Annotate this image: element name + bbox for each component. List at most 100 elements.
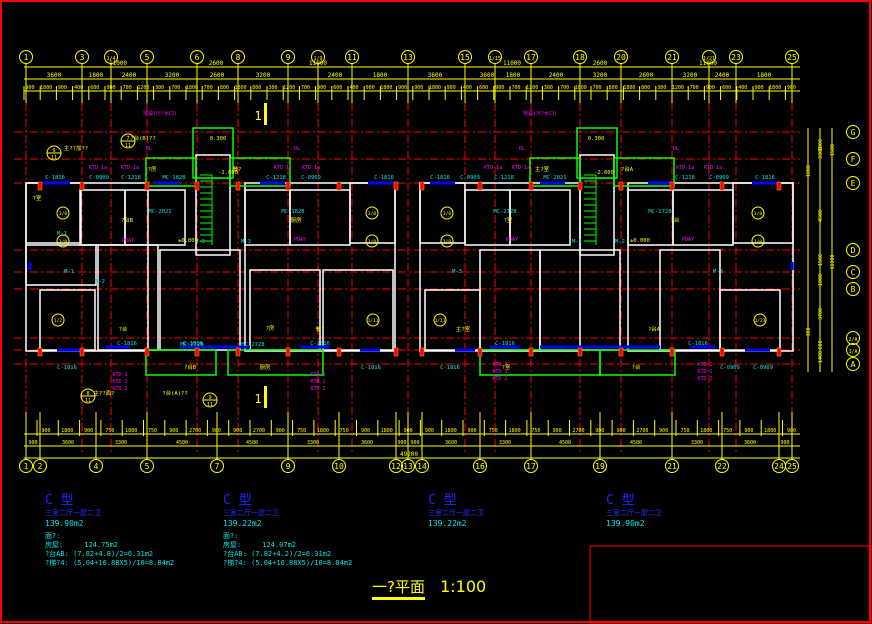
detail-ref-number: 9 [208, 395, 211, 401]
door-tag: MC-2728 [493, 209, 516, 215]
unit-info-2: C 型 三室二厅一厨二卫 139.22m2 面?: 房屋: 124.07m2 ?… [223, 494, 352, 568]
unit-detail: 房屋: 124.07m2 [223, 541, 297, 549]
dim-text: 800 [641, 85, 650, 91]
door-tag: M-2 [615, 239, 625, 245]
wall [244, 189, 291, 246]
dim-text: 4500 [176, 440, 188, 446]
axis-bubble [458, 50, 472, 64]
wall [25, 182, 149, 352]
dim-text: 750 [105, 428, 114, 434]
column [528, 181, 534, 191]
sub-axis-label: 3/0 [368, 211, 376, 217]
dim-text: 900 [659, 428, 668, 434]
dim-text: 900 [617, 428, 626, 434]
equipment-tag: KTD 2 [310, 386, 325, 392]
sub-axis-bubble [753, 313, 767, 327]
elevation: -2.600 [594, 170, 614, 176]
sub-axis-bubble [751, 234, 765, 248]
column [618, 347, 624, 357]
dim-text: 1800 [186, 85, 198, 91]
dim-text: 1800 [445, 428, 457, 434]
unit-detail: 房屋: 124.75m2 [45, 541, 119, 549]
axis-label: 7 [215, 462, 220, 471]
column [669, 347, 675, 357]
dim-text: 2600 [209, 60, 224, 67]
equipment-tag: DL [673, 146, 679, 152]
room-label: 餐? [233, 165, 242, 173]
dim-text: 3600 [62, 440, 74, 446]
elevation: ±0.000 [178, 238, 198, 244]
dim-text: 2600 [639, 72, 654, 79]
unit-area: 139.90m2 [606, 519, 645, 528]
sub-axis-bubble [440, 234, 454, 248]
axis-bubble [846, 176, 860, 190]
detail-ref-number: 7 [126, 136, 129, 142]
wall [39, 289, 96, 351]
dim-text: 900 [398, 85, 407, 91]
balcony [227, 349, 324, 376]
axis-label: 18 [575, 53, 585, 62]
dim-text: 1800 [700, 428, 712, 434]
column [477, 347, 483, 357]
dim-text: 900 [595, 428, 604, 434]
column [285, 347, 291, 357]
unit-type: C 型 [223, 493, 252, 508]
window-tag: C-0909 [301, 175, 321, 181]
equipment-tag: KTD 2 [492, 376, 507, 382]
room-label: ?台B [184, 363, 197, 371]
equipment-tag: KTD 1 [492, 369, 507, 375]
column [336, 181, 342, 191]
sub-axis-label: 3/0 [443, 211, 451, 217]
equipment-tag: PDAY [294, 237, 306, 243]
balcony [229, 157, 291, 187]
dim-text: 900 [366, 85, 375, 91]
total-length: 49200 [400, 451, 418, 458]
equipment-tag: KTD 1a [484, 165, 502, 171]
dim-text: 750 [723, 428, 732, 434]
axis-label: E [851, 179, 856, 188]
dim-text: 4500 [630, 440, 642, 446]
dim-text: 1000 [818, 274, 824, 286]
column [669, 181, 675, 191]
dim-text: 900 [397, 440, 406, 446]
unit-type: C 型 [606, 493, 635, 508]
axis-label: 9 [286, 462, 291, 471]
window-tag: C-0909 [709, 175, 729, 181]
wall [159, 249, 241, 351]
door-tag: MC-2728 [648, 209, 671, 215]
equipment-tag: DL [146, 146, 152, 152]
detail-ref-sheet: 11 [207, 402, 213, 408]
column [776, 347, 782, 357]
drawing-title-block: 一?平面 1:100 [372, 576, 486, 600]
balcony [613, 157, 675, 187]
axis-label: 20 [616, 53, 626, 62]
sub-axis-label: 1/0 [754, 239, 762, 245]
dim-text: 1800 [61, 428, 73, 434]
axis-label: 1 [24, 53, 29, 62]
room-label: ?房 [266, 324, 275, 332]
axis-label: 1/21 [703, 56, 715, 62]
door-tag: M-1 [64, 269, 74, 275]
dim-text: 700 [171, 85, 180, 91]
dim-text: 300 [806, 327, 812, 336]
axis-label: 22 [717, 462, 727, 471]
column [577, 181, 583, 191]
equipment-tag: DL [294, 146, 300, 152]
dim-text: 900 [84, 428, 93, 434]
axis-label: C [851, 268, 856, 277]
window-tag: C-1816 [688, 341, 708, 347]
elevation: 0.300 [210, 136, 227, 142]
axis-bubble [729, 50, 743, 64]
axis-label: 25 [787, 462, 797, 471]
column [618, 181, 624, 191]
wall [732, 182, 794, 244]
dim-text: 600 [333, 85, 342, 91]
wall [97, 244, 159, 351]
sub-axis-label: 1/2 [54, 318, 62, 324]
sub-axis-label: 1/23 [755, 318, 766, 324]
equipment-tag: KTD 1 [112, 372, 127, 378]
equipment-tag: PDAY [506, 237, 518, 243]
wall [322, 269, 394, 351]
